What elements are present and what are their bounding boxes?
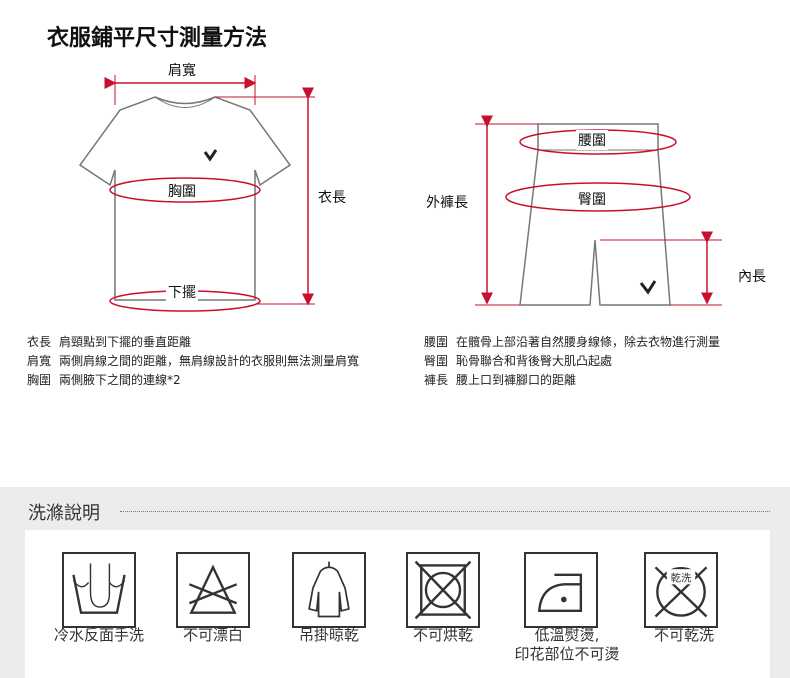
no-tumble-dry-icon [406,552,480,628]
chest-label: 胸圍 [166,181,198,201]
wash-label: 吊掛晾乾 [298,626,359,644]
hang-dry-icon [292,552,366,628]
desc-row: 腰圍在髖骨上部沿著自然腰身線條，除去衣物進行測量 [424,335,721,349]
logo-icon [639,280,657,295]
outseam-label: 外褲長 [424,192,470,212]
hip-label: 臀圍 [576,189,608,209]
no-dry-clean-icon: 乾洗 [644,552,718,628]
desc-row: 衣長肩頸點到下擺的垂直距離 [27,335,192,349]
wash-title: 洗滌說明 [28,503,100,524]
wash-label: 不可漂白 [182,626,243,644]
hand-wash-icon [62,552,136,628]
length-label: 衣長 [316,187,348,207]
page-title: 衣服鋪平尺寸測量方法 [47,26,268,51]
no-bleach-icon [176,552,250,628]
divider [120,511,770,512]
low-iron-icon [524,552,598,628]
pants-descriptions: 腰圍在髖骨上部沿著自然腰身線條，除去衣物進行測量 臀圍恥骨聯合和背後臀大肌凸起處… [424,333,720,390]
desc-row: 胸圍兩側腋下之間的連線*2 [27,373,181,387]
desc-row: 臀圍恥骨聯合和背後臀大肌凸起處 [424,354,613,368]
logo-icon [203,149,218,162]
shoulder-label: 肩寬 [166,60,198,80]
hem-label: 下擺 [166,282,198,302]
shirt-descriptions: 衣長肩頸點到下擺的垂直距離 肩寬兩側肩線之間的距離，無肩線設計的衣服則無法測量肩… [27,333,359,390]
waist-label: 腰圍 [576,130,608,150]
wash-label: 冷水反面手洗 [53,626,144,644]
svg-text:乾洗: 乾洗 [671,571,692,584]
desc-row: 肩寬兩側肩線之間的距離，無肩線設計的衣服則無法測量肩寬 [27,354,360,368]
shorts-diagram [475,115,722,306]
desc-row: 褲長腰上口到褲腳口的距離 [424,373,577,387]
wash-label: 不可烘乾 [412,626,473,644]
wash-label: 低溫熨燙, 印花部位不可燙 [514,626,620,663]
wash-label: 不可乾洗 [653,626,714,644]
inseam-label: 內長 [736,266,768,286]
